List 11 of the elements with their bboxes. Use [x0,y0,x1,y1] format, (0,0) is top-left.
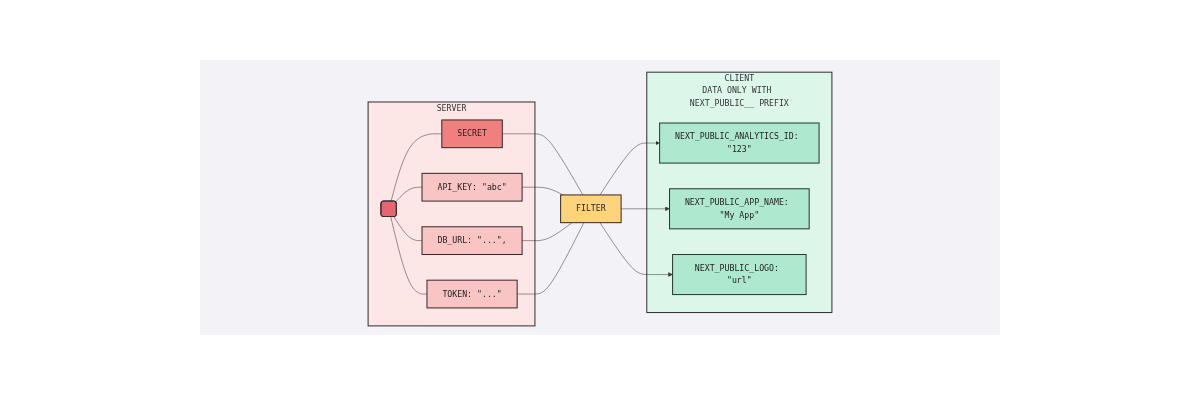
node-box: NEXT_PUBLIC_LOGO: "url" [672,254,807,296]
node-box: NEXT_PUBLIC_ANALYTICS_ID: "123" [659,122,820,164]
node-box: DB_URL: "...", [421,226,523,256]
node-box: TOKEN: "..." [426,279,518,309]
node-box: NEXT_PUBLIC_APP_NAME: "My App" [669,188,810,230]
connector [395,186,423,203]
node-box: SECRET [441,119,503,149]
connector [502,133,584,196]
node-box: FILTER [560,194,622,224]
node-box: API_KEY: "abc" [421,172,523,202]
connector [393,216,423,241]
